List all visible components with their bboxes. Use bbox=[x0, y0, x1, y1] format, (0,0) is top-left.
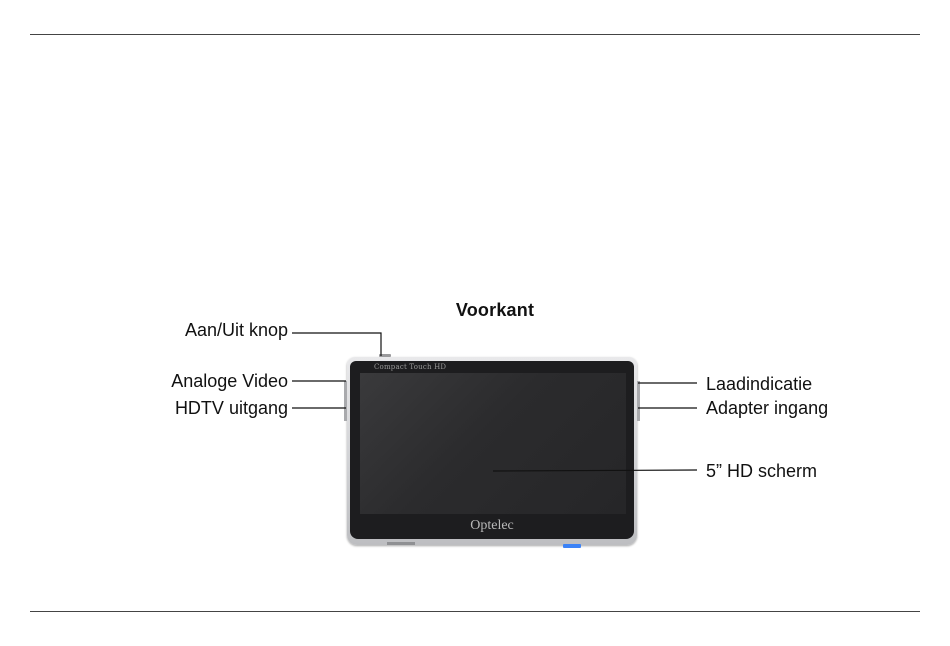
label-power-button: Aan/Uit knop bbox=[100, 320, 288, 340]
leader-power bbox=[292, 333, 381, 356]
top-rule bbox=[30, 34, 920, 35]
brand-logo: Optelec bbox=[350, 518, 634, 534]
device-front: Compact Touch HD Optelec bbox=[347, 357, 637, 545]
bottom-port bbox=[387, 542, 415, 545]
diagram-title: Voorkant bbox=[420, 300, 570, 321]
label-hdtv-output: HDTV uitgang bbox=[100, 398, 288, 418]
device-bezel: Compact Touch HD Optelec bbox=[350, 361, 634, 539]
label-hd-screen: 5” HD scherm bbox=[706, 461, 817, 481]
bottom-rule bbox=[30, 611, 920, 612]
label-adapter-input: Adapter ingang bbox=[706, 398, 828, 418]
device-screen bbox=[360, 373, 626, 514]
power-button bbox=[379, 354, 391, 357]
left-ports bbox=[344, 381, 347, 421]
model-name: Compact Touch HD bbox=[374, 363, 446, 371]
blue-button bbox=[563, 544, 581, 548]
right-ports bbox=[637, 381, 640, 421]
label-analog-video: Analoge Video bbox=[100, 371, 288, 391]
label-charge-indicator: Laadindicatie bbox=[706, 374, 812, 394]
